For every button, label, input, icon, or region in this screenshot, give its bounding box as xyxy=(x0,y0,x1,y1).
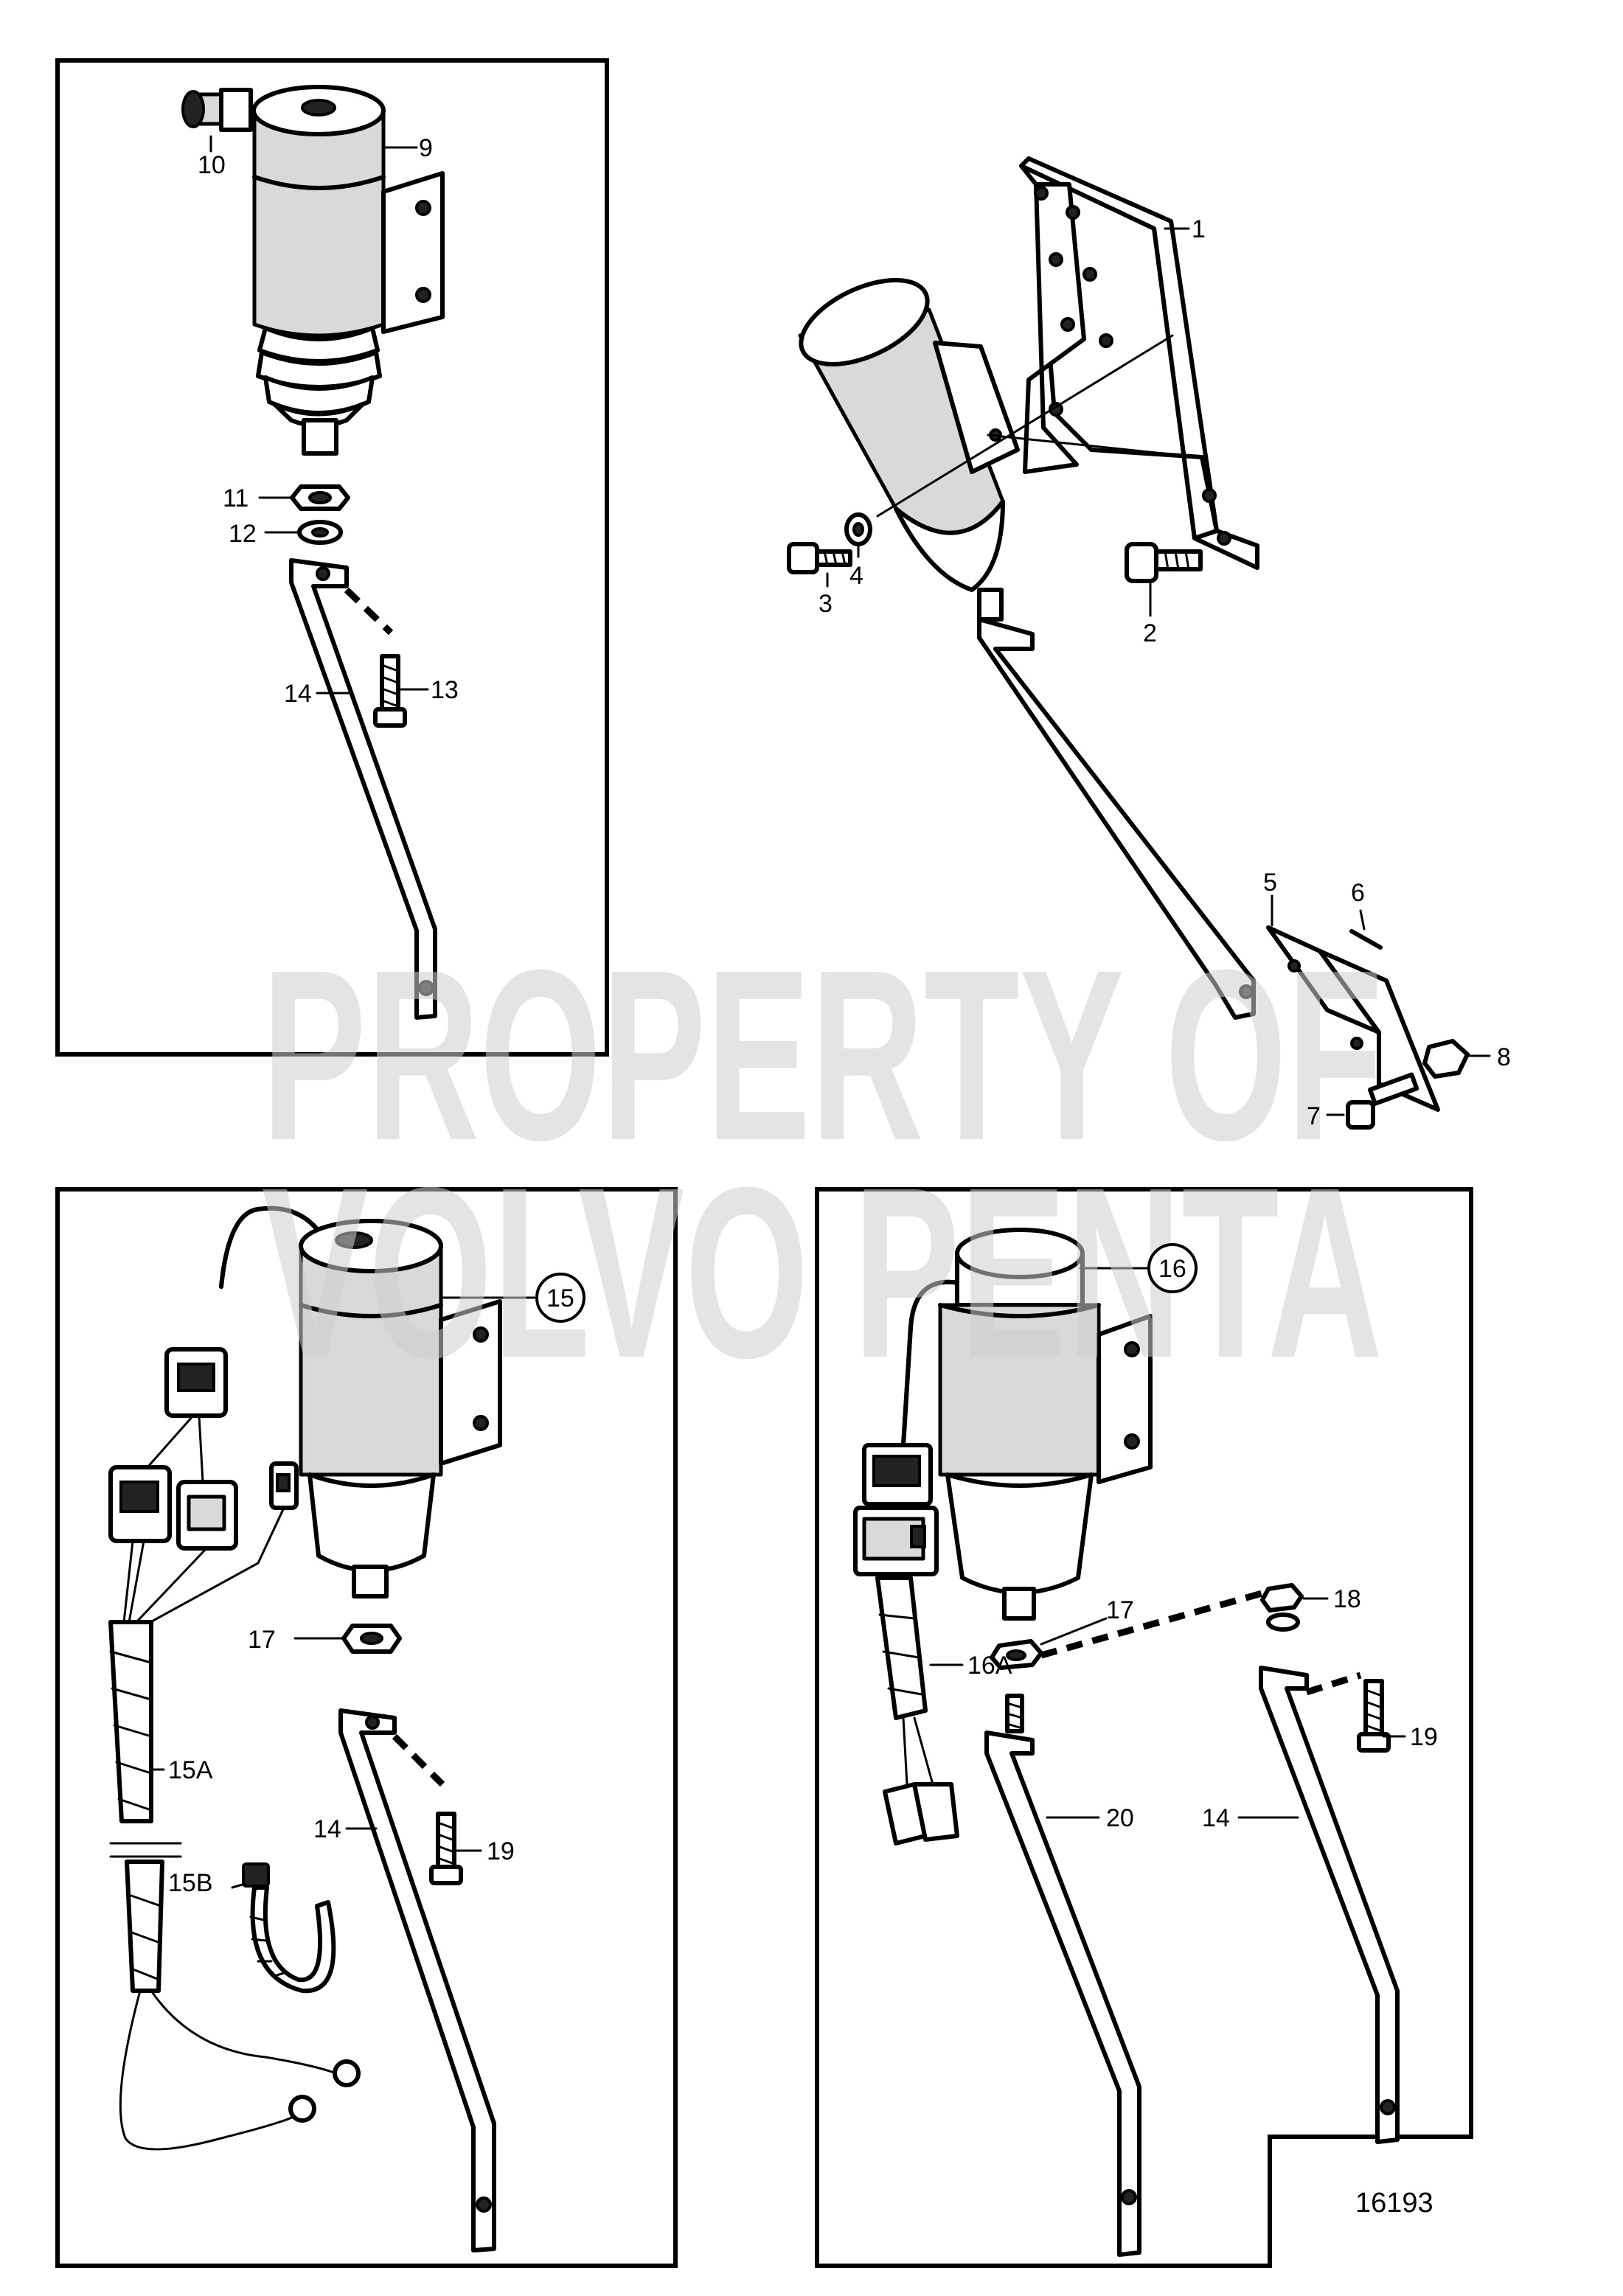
label-part-3: 3 xyxy=(819,590,833,618)
label-part-6: 6 xyxy=(1351,879,1365,907)
screw-part-2 xyxy=(1125,542,1203,583)
watermark-line-1: PROPERTY OF xyxy=(262,919,1383,1191)
screw-part-3 xyxy=(787,542,852,574)
connector-part-16a xyxy=(853,1443,959,1846)
label-part-17-left: 17 xyxy=(248,1626,276,1654)
solenoid-assembly-top-right xyxy=(787,156,1491,1130)
clamp-part-15b xyxy=(242,1862,336,1994)
screw-part-19-left xyxy=(429,1812,463,1885)
stud xyxy=(1005,1694,1024,1733)
figure-number: 16193 xyxy=(1355,2188,1433,2219)
watermark: PROPERTY OF VOLVO PENTA xyxy=(262,919,1383,1408)
lever-part-14-right xyxy=(1259,1666,1400,2144)
washer-part-4 xyxy=(844,512,872,546)
label-part-15a: 15A xyxy=(168,1756,213,1784)
solenoid-part-9 xyxy=(251,85,445,456)
label-part-8: 8 xyxy=(1497,1043,1511,1071)
label-part-12: 12 xyxy=(229,520,257,548)
screw-part-19-right xyxy=(1357,1679,1391,1753)
label-part-20: 20 xyxy=(1106,1804,1134,1832)
solenoid-assembly-bottom-left xyxy=(108,1206,536,2252)
callout-circle-16 xyxy=(1147,1243,1198,1293)
watermark-line-2: VOLVO PENTA xyxy=(262,1136,1383,1408)
solenoid-part-16 xyxy=(938,1228,1153,1621)
label-part-2: 2 xyxy=(1143,619,1157,647)
nut-part-17-right xyxy=(990,1639,1043,1670)
nut-part-18 xyxy=(1260,1583,1304,1632)
screw-part-13 xyxy=(373,654,407,728)
solenoid-part-15 xyxy=(299,1219,502,1598)
screw-part-7 xyxy=(1346,1072,1419,1130)
panel-bottom-left-border xyxy=(55,1187,678,2268)
pin-part-6 xyxy=(1349,929,1383,950)
solenoid-assembly-bottom-right xyxy=(853,1228,1406,2257)
bracket-part-1 xyxy=(1019,156,1259,570)
fitting-part-10 xyxy=(181,88,253,132)
label-part-16a: 16A xyxy=(967,1652,1012,1680)
label-part-11: 11 xyxy=(223,484,249,512)
label-part-1: 1 xyxy=(1192,215,1206,243)
lever-part-20 xyxy=(984,1730,1141,2257)
panel-bottom-right-border xyxy=(815,1187,1473,2268)
label-part-4: 4 xyxy=(849,562,863,590)
lever-part-14 xyxy=(289,558,437,1020)
nut-part-11 xyxy=(290,484,350,511)
label-part-14-right: 14 xyxy=(1202,1804,1230,1832)
callout-circle-15 xyxy=(535,1273,585,1323)
label-part-15b: 15B xyxy=(168,1869,213,1897)
label-part-5: 5 xyxy=(1263,869,1277,897)
label-part-14-top: 14 xyxy=(284,680,312,708)
label-part-18: 18 xyxy=(1333,1585,1361,1613)
label-part-9: 9 xyxy=(419,134,433,162)
label-part-16: 16 xyxy=(1158,1255,1186,1283)
label-part-19-right: 19 xyxy=(1410,1723,1438,1751)
solenoid-top-right xyxy=(798,277,1020,622)
label-part-15: 15 xyxy=(546,1284,574,1312)
harness-part-15a xyxy=(108,1620,361,2151)
nut-part-8 xyxy=(1422,1039,1470,1079)
label-part-10: 10 xyxy=(198,151,226,179)
label-part-17-right: 17 xyxy=(1106,1596,1134,1624)
label-part-7: 7 xyxy=(1307,1102,1321,1130)
label-part-13: 13 xyxy=(431,676,459,704)
label-part-19-left: 19 xyxy=(487,1837,515,1865)
lever-part-14-left xyxy=(338,1708,496,2252)
panel-top-left-border xyxy=(55,58,609,1057)
long-rod xyxy=(977,617,1256,1020)
washer-part-12 xyxy=(297,520,343,545)
nut-part-17-left xyxy=(341,1624,402,1654)
label-part-14-left: 14 xyxy=(313,1815,341,1843)
connector-set-15 xyxy=(108,1347,299,1551)
plate-part-5 xyxy=(1266,925,1440,1112)
solenoid-assembly-top-left xyxy=(181,85,445,1020)
